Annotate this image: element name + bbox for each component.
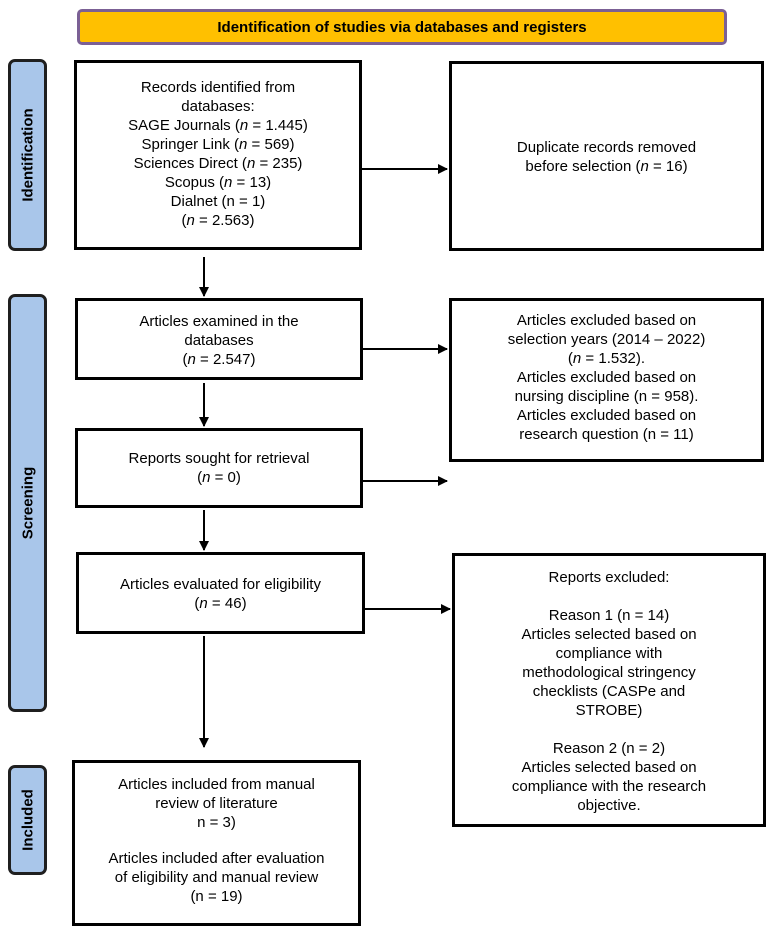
phase-identification: Identification (8, 59, 47, 251)
retrieval-line-1: Reports sought for retrieval (128, 450, 310, 467)
excluded-line-5: nursing discipline (n = 958). (514, 388, 699, 405)
reports-excluded-heading: Reports excluded: (548, 569, 670, 586)
included-line-3: n = 3) (197, 814, 236, 831)
excluded-screening-box: Articles excluded based on selection yea… (449, 298, 764, 462)
eligibility-n: (n = 46) (194, 595, 247, 612)
excluded-line-7: research question (n = 11) (519, 426, 694, 443)
source-springer: Springer Link (n = 569) (141, 136, 295, 153)
included-line-4: Articles included after evaluation (108, 850, 325, 867)
banner-title: Identification of studies via databases … (217, 18, 587, 36)
reason-1-line: checklists (CASPe and (532, 683, 686, 700)
examined-box: Articles examined in the databases (n = … (75, 298, 363, 380)
excluded-line-2: selection years (2014 – 2022) (507, 331, 706, 348)
excluded-line-1: Articles excluded based on (516, 312, 697, 329)
source-sage: SAGE Journals (n = 1.445) (128, 117, 308, 134)
source-scopus: Scopus (n = 13) (164, 174, 272, 191)
reason-2: Reason 2 (n = 2) (552, 740, 666, 757)
reports-excluded-box: Reports excluded: Reason 1 (n = 14) Arti… (452, 553, 766, 827)
reason-1-line: compliance with (555, 645, 663, 662)
phase-included: Included (8, 765, 47, 875)
reason-2-line: compliance with the research (511, 778, 707, 795)
eligibility-box: Articles evaluated for eligibility (n = … (76, 552, 365, 634)
included-line-2: review of literature (155, 795, 278, 812)
excluded-line-6: Articles excluded based on (516, 407, 697, 424)
records-heading-1: Records identified from (140, 79, 296, 96)
reason-1: Reason 1 (n = 14) (548, 607, 670, 624)
duplicates-box: Duplicate records removed before selecti… (449, 61, 764, 251)
eligibility-line-1: Articles evaluated for eligibility (120, 576, 321, 593)
source-dialnet: Dialnet (n = 1) (170, 193, 266, 210)
reason-1-line: methodological stringency (522, 664, 696, 681)
records-heading-2: databases: (181, 98, 255, 115)
reason-2-line: Articles selected based on (521, 759, 697, 776)
reason-2-line: objective. (577, 797, 641, 814)
reason-1-line: STROBE) (575, 702, 643, 719)
reason-1-line: Articles selected based on (521, 626, 697, 643)
examined-line-1: Articles examined in the (139, 313, 299, 330)
retrieval-box: Reports sought for retrieval (n = 0) (75, 428, 363, 508)
included-box: Articles included from manual review of … (72, 760, 361, 926)
included-line-6: (n = 19) (190, 888, 243, 905)
header-banner: Identification of studies via databases … (77, 9, 727, 45)
examined-line-2: databases (184, 332, 254, 349)
included-line-5: of eligibility and manual review (114, 869, 319, 886)
excluded-line-3: (n = 1.532). (567, 350, 646, 367)
excluded-line-4: Articles excluded based on (516, 369, 697, 386)
records-identified-box: Records identified from databases: SAGE … (74, 60, 362, 250)
source-sciencedirect: Sciences Direct (n = 235) (133, 155, 303, 172)
duplicates-line-1: Duplicate records removed (516, 139, 697, 156)
retrieval-n: (n = 0) (197, 469, 241, 486)
included-line-1: Articles included from manual (118, 776, 315, 793)
phase-screening: Screening (8, 294, 47, 712)
duplicates-line-2: before selection (n = 16) (525, 158, 688, 175)
records-total: (n = 2.563) (181, 212, 255, 229)
examined-n: (n = 2.547) (182, 351, 256, 368)
